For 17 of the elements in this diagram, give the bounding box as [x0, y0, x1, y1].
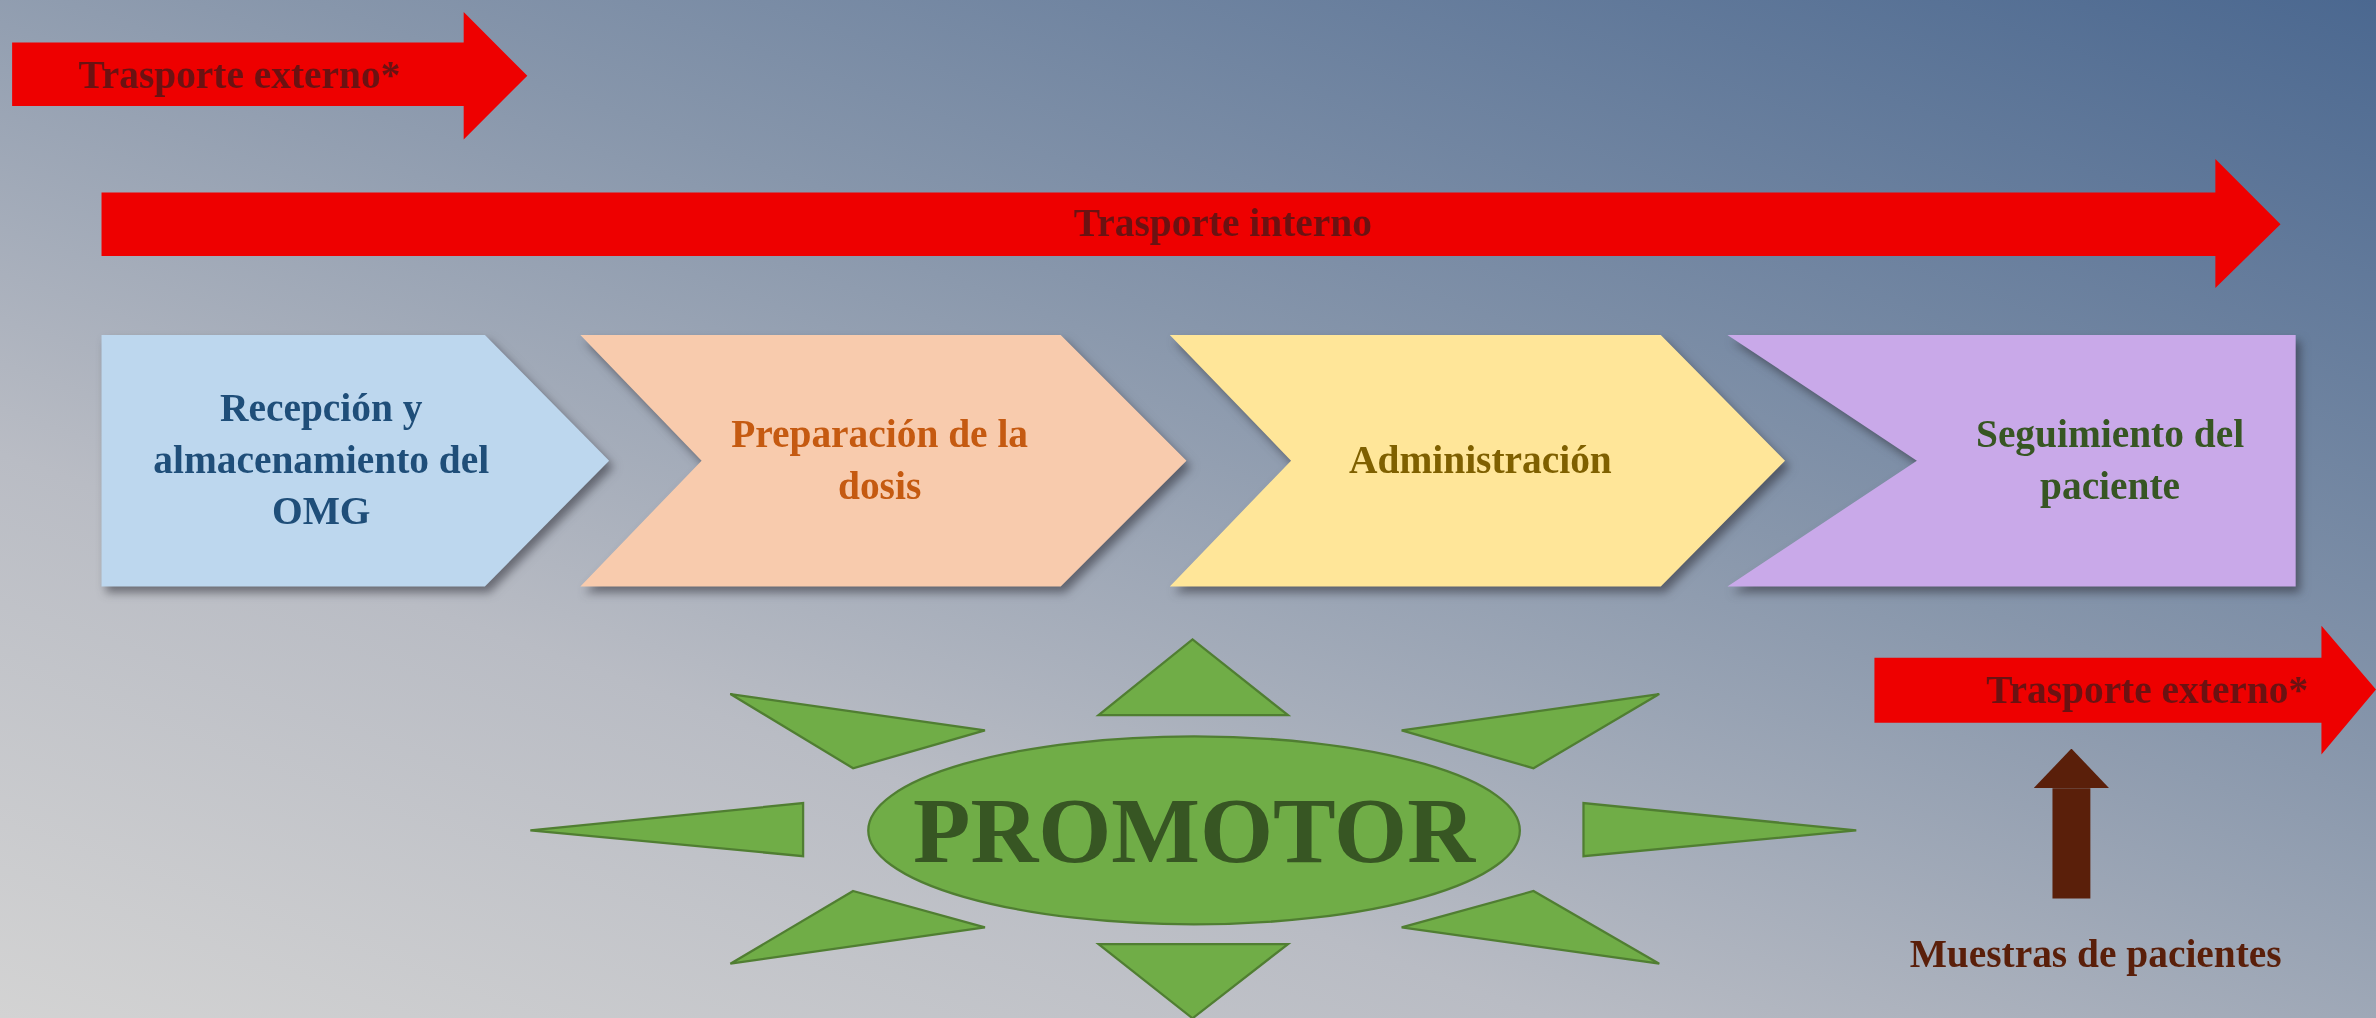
step-label: Trasporte externo*	[78, 52, 401, 100]
step-label: Trasporte externo*	[1986, 666, 2309, 714]
chevron-step	[580, 334, 1187, 587]
chevron-step	[101, 334, 610, 587]
step-label: Seguimiento del paciente	[1974, 411, 2246, 510]
text-label: Muestras de pacientes	[1909, 931, 2282, 978]
chevron-step	[1727, 334, 2296, 587]
step-label: Trasporte interno	[1073, 199, 1372, 247]
step-label: PROMOTOR	[913, 777, 1476, 884]
block-arrow	[1874, 625, 2376, 755]
step-label: Recepción y almacenamiento del OMG	[152, 385, 491, 536]
arrow	[2033, 748, 2110, 899]
step-label: Administración	[1349, 437, 1612, 484]
step-label: Preparación de la dosis	[730, 411, 1030, 510]
block-arrow	[12, 12, 528, 140]
block-arrow	[101, 159, 2281, 288]
chevron-step	[1169, 334, 1785, 587]
